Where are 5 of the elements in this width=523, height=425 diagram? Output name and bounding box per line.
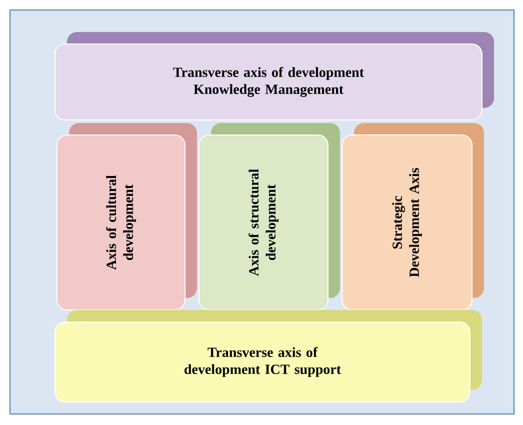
vertical-block: Axis of structural development xyxy=(198,123,340,310)
vertical-block: Axis of cultural development xyxy=(56,123,197,310)
vertical-block: Strategic Development Axis xyxy=(342,123,484,310)
block: Transverse axis of development ICT support xyxy=(54,310,482,402)
block: Transverse axis of development Knowledge Management xyxy=(54,32,494,120)
